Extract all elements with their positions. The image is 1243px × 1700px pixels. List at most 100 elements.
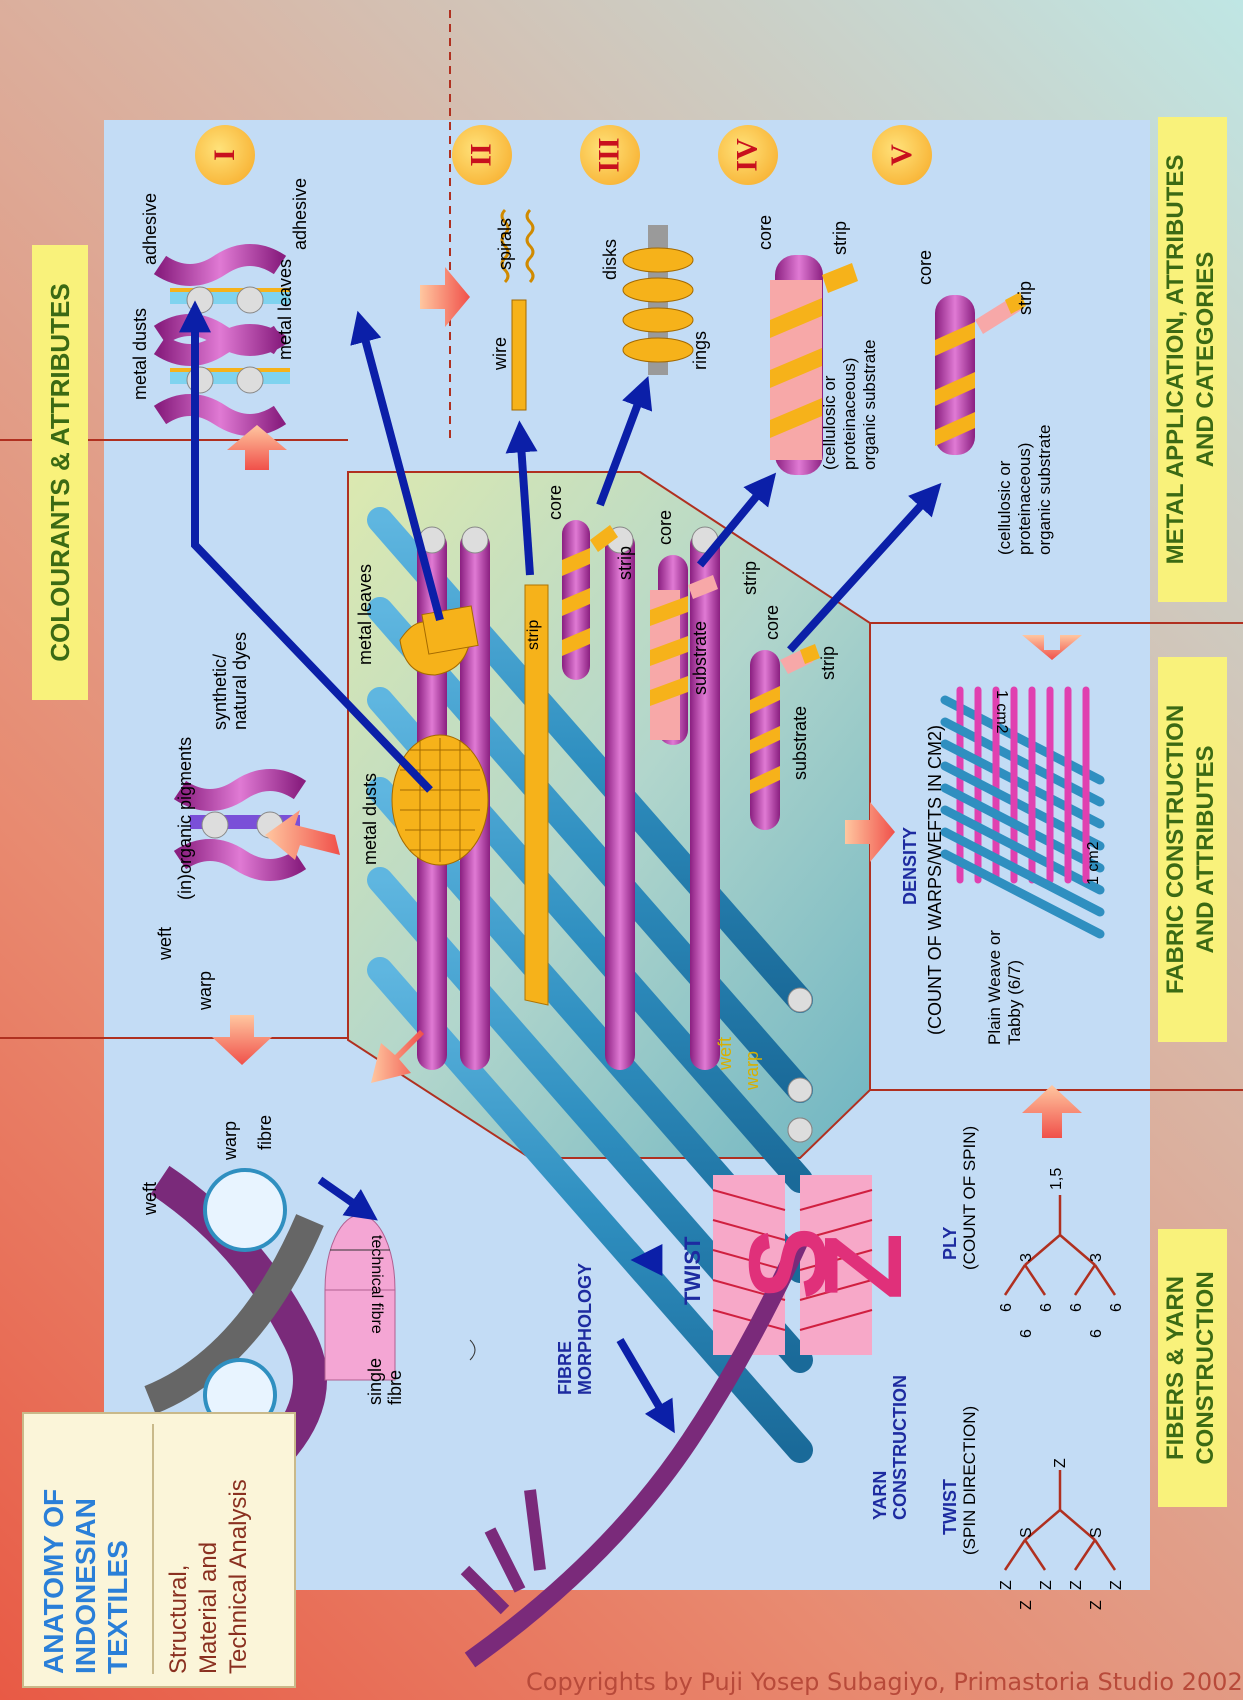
label-cellulosic-v-1: (cellulosic or xyxy=(995,460,1014,555)
label-yarn-construction-1: YARN xyxy=(870,1470,890,1520)
density-weft xyxy=(940,849,1105,939)
label-single-fibre-2: fibre xyxy=(385,1369,405,1405)
label-plain-weave-2: Tabby (6/7) xyxy=(1005,959,1024,1045)
label-strip-center-3: strip xyxy=(818,645,838,680)
label-inorganic-pigments: (in)organic pigments xyxy=(175,736,195,900)
label-plain-weave: Plain Weave or Tabby (6/7) xyxy=(985,930,1025,1045)
weft-yarn xyxy=(367,597,813,1103)
density-weft xyxy=(940,827,1105,917)
label-twist-spin-sub: (SPIN DIRECTION) xyxy=(960,1405,979,1555)
label-fibre-morphology-2: MORPHOLOGY xyxy=(575,1262,595,1395)
label-synthetic-dyes: synthetic/ natural dyes xyxy=(210,632,250,730)
label-cellulosic-v-3: organic substrate xyxy=(1035,424,1054,555)
label-core-center-3: core xyxy=(762,604,782,640)
density-weft xyxy=(940,695,1105,785)
weft-yarn-end xyxy=(787,1077,813,1103)
category-badge-iv: IV xyxy=(718,125,778,185)
label-one-cm2-b: 1 cm2 xyxy=(993,690,1010,734)
label-disks: disks xyxy=(600,238,620,280)
spin-letter-root: Z xyxy=(1052,1458,1069,1468)
label-rings: rings xyxy=(690,330,710,370)
spin-letter-leaf-3: Z xyxy=(1068,1580,1085,1590)
label-ply: PLY xyxy=(940,1226,960,1260)
label-core-v: core xyxy=(915,249,935,285)
yarn-construction-illustration xyxy=(460,1236,809,1668)
label-spirals: spirals xyxy=(495,217,515,270)
ply-number-root: 1,5 xyxy=(1048,1167,1065,1190)
label-adhesive-i: adhesive xyxy=(140,192,160,265)
section-colourants: COLOURANTS & ATTRIBUTES xyxy=(32,245,88,700)
label-yarn-construction-2: CONSTRUCTION xyxy=(890,1375,910,1520)
category-ii-label: II xyxy=(464,143,498,167)
title-line-2: INDONESIAN xyxy=(70,1498,101,1674)
weft-yarn-end xyxy=(787,1117,813,1143)
label-single-fibre: single fibre xyxy=(365,1358,405,1405)
subtitle-line-2: Material and xyxy=(195,1541,222,1674)
label-one-cm2-a: 1 cm2 xyxy=(1085,841,1102,885)
category-iv-label: IV xyxy=(731,138,764,172)
warp-yarn xyxy=(690,530,720,1070)
title-divider xyxy=(152,1424,154,1674)
section-metal: METAL APPLICATION, ATTRIBUTES AND CATEGO… xyxy=(1158,117,1227,602)
label-yarn-construction: YARN CONSTRUCTION xyxy=(870,1375,910,1520)
label-substrate-center-1: substrate xyxy=(690,620,710,695)
weft-yarn xyxy=(367,507,813,1013)
subtitle-line-1: Structural, xyxy=(165,1564,192,1674)
ply-tree xyxy=(1003,1195,1117,1296)
core-strip-yarns xyxy=(562,520,820,830)
label-substrate-center-2: substrate xyxy=(790,705,810,780)
label-density: DENSITY xyxy=(900,826,920,905)
label-synthetic-dyes-1: synthetic/ xyxy=(210,653,230,730)
category-badge-ii: II xyxy=(452,125,512,185)
label-weft-colourants: weft xyxy=(155,926,175,960)
blue-arrows xyxy=(179,300,942,1434)
density-weft xyxy=(940,739,1105,829)
title-line-1: ANATOMY OF xyxy=(38,1488,69,1674)
category-v-label: V xyxy=(884,144,918,166)
label-single-fibre-1: single xyxy=(365,1357,385,1405)
wire-example xyxy=(511,299,527,411)
label-cellulosic-iv: (cellulosic or proteinaceous) organic su… xyxy=(820,340,880,470)
ply-number-mid-1: 3 xyxy=(1018,1253,1035,1262)
category-badge-i: I xyxy=(195,125,255,185)
label-strip-center-2: strip xyxy=(740,560,760,595)
spin-letter-leaf-5: Z xyxy=(1018,1600,1035,1610)
label-cellulosic-iv-2: proteinaceous) xyxy=(840,357,859,470)
metal-strip xyxy=(524,584,549,1006)
metal-dusts-cluster xyxy=(391,734,489,866)
section-fabric-line2: AND ATTRIBUTES xyxy=(1192,745,1219,954)
label-metal-leaves-center: metal leaves xyxy=(355,563,375,665)
ply-number-leaf-2: 6 xyxy=(1038,1303,1055,1312)
title-box: ANATOMY OF INDONESIAN TEXTILES Structura… xyxy=(22,1412,296,1688)
spin-letter-leaf-6: Z xyxy=(1088,1600,1105,1610)
spirals-example xyxy=(500,208,535,284)
label-warp-colourants: warp xyxy=(195,970,215,1010)
label-cellulosic-iv-1: (cellulosic or xyxy=(820,375,839,470)
ply-number-leaf-5: 6 xyxy=(1018,1329,1035,1338)
metal-leaves-example xyxy=(153,324,290,436)
spin-tree xyxy=(1003,1470,1117,1571)
section-fabric-line1: FABRIC CONSTRUCTION xyxy=(1162,704,1189,995)
label-strip-center: strip xyxy=(525,619,542,650)
label-fibre-morphology: FIBRE MORPHOLOGY xyxy=(555,1263,595,1395)
ply-number-leaf-1: 6 xyxy=(998,1303,1015,1312)
section-fibers-line1: FIBERS & YARN xyxy=(1162,1275,1189,1461)
label-z-twist: Z xyxy=(802,1232,925,1300)
density-weft xyxy=(940,783,1105,873)
section-fabric: FABRIC CONSTRUCTION AND ATTRIBUTES xyxy=(1158,657,1227,1042)
ply-number-leaf-3: 6 xyxy=(1068,1303,1085,1312)
density-weft xyxy=(940,717,1105,807)
label-core-center-2: core xyxy=(655,509,675,545)
label-core-iv: core xyxy=(755,214,775,250)
label-density-sub: (COUNT OF WARPS/WEFTS IN CM2) xyxy=(925,725,945,1035)
label-core-center-1: core xyxy=(545,484,565,520)
title-main: ANATOMY OF INDONESIAN TEXTILES xyxy=(38,1424,134,1674)
label-wire: wire xyxy=(490,336,510,370)
density-weft xyxy=(940,761,1105,851)
spin-letter-leaf-1: Z xyxy=(998,1580,1015,1590)
weft-yarn-end xyxy=(787,987,813,1013)
section-metal-line1: METAL APPLICATION, ATTRIBUTES xyxy=(1162,154,1189,565)
ply-number-leaf-6: 6 xyxy=(1088,1329,1105,1338)
density-weft xyxy=(940,805,1105,895)
